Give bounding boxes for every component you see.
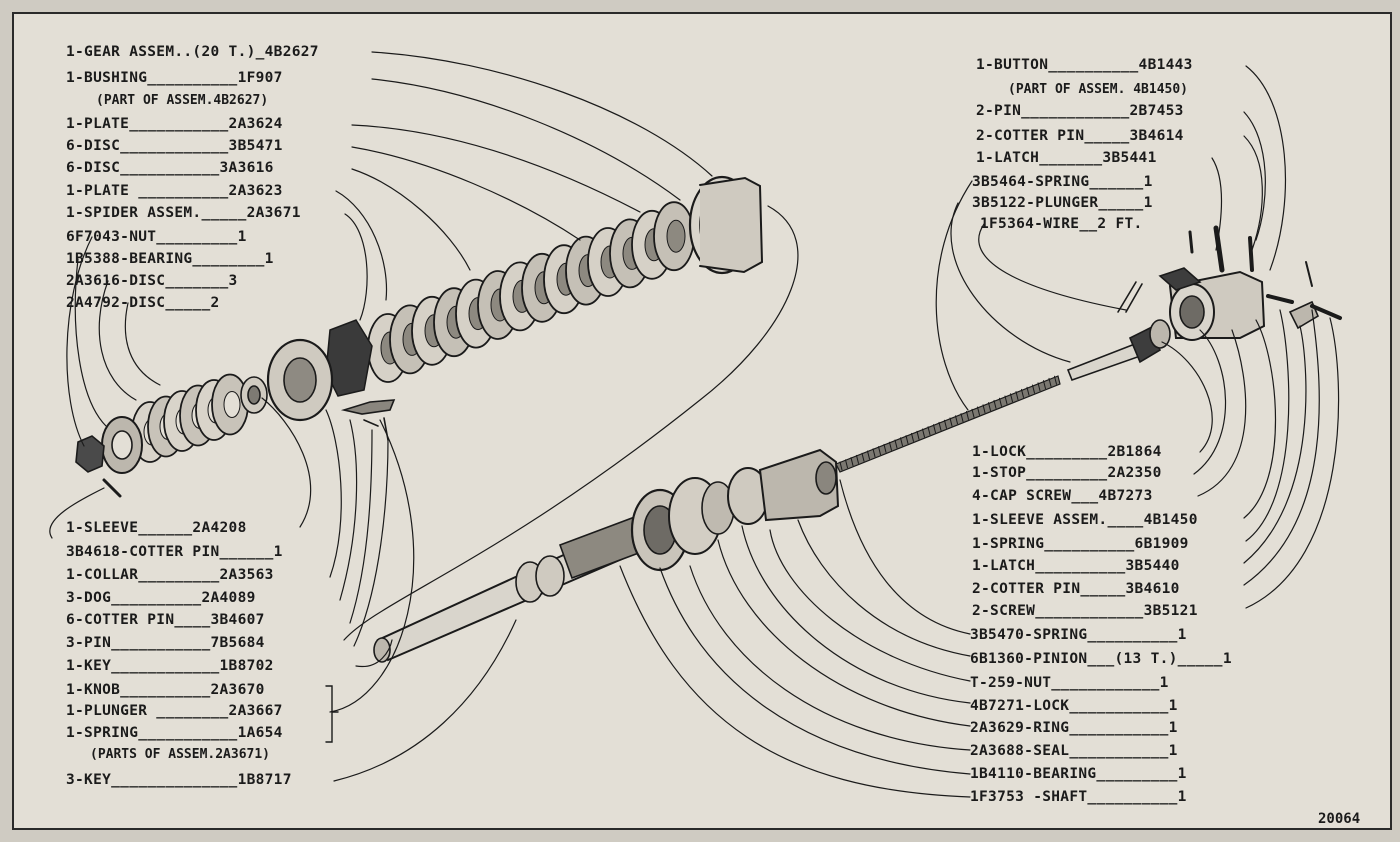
right-bottom-part-label: 6B1360-PINION___(13 T.)_____1 xyxy=(970,651,1232,667)
left-part-label: 1-PLATE___________2A3624 xyxy=(66,116,283,132)
right-top-part-label: 2-COTTER PIN_____3B4614 xyxy=(976,128,1184,144)
left-part-label: 1-SPIDER ASSEM._____2A3671 xyxy=(66,205,301,221)
left-disc-stack xyxy=(131,373,249,463)
right-middle-part-label: 1-SPRING__________6B1909 xyxy=(972,536,1189,552)
left-part-label: 3-PIN___________7B5684 xyxy=(66,635,265,651)
right-middle-part-label: 1-SLEEVE ASSEM.____4B1450 xyxy=(972,512,1198,528)
left-part-label: 1-COLLAR_________2A3563 xyxy=(66,567,274,583)
right-top-part-label: 1-LATCH_______3B5441 xyxy=(976,150,1157,166)
gear-assembly-part xyxy=(688,175,764,275)
left-part-label: 6-DISC___________3A3616 xyxy=(66,160,274,176)
left-part-label: 1-BUSHING__________1F907 xyxy=(66,70,283,86)
left-note-label: (PART OF ASSEM.4B2627) xyxy=(96,93,269,108)
left-part-label: 1-KEY____________1B8702 xyxy=(66,658,274,674)
right-middle-part-label: 4-CAP SCREW___4B7273 xyxy=(972,488,1153,504)
right-bottom-part-label: 2A3688-SEAL___________1 xyxy=(970,743,1178,759)
right-middle-part-label: 2-COTTER PIN_____3B4610 xyxy=(972,581,1180,597)
right-middle-part-label: 1-STOP_________2A2350 xyxy=(972,465,1162,481)
plunger-part xyxy=(1066,319,1171,382)
left-part-label: 3-KEY______________1B8717 xyxy=(66,772,292,788)
main-shaft-part xyxy=(373,513,654,663)
left-part-label: 6-COTTER PIN____3B4607 xyxy=(66,612,265,628)
collar-part xyxy=(266,338,334,422)
leader-lines xyxy=(49,51,1340,798)
right-bottom-part-label: 4B7271-LOCK___________1 xyxy=(970,698,1178,714)
right-bottom-part-label: 1F3753 -SHAFT__________1 xyxy=(970,789,1187,805)
right-middle-part-label: 2-SCREW____________3B5121 xyxy=(972,603,1198,619)
right-bottom-part-label: 1B4110-BEARING_________1 xyxy=(970,766,1187,782)
bracket-lines xyxy=(325,685,339,743)
right-top-part-label: 3B5122-PLUNGER_____1 xyxy=(972,195,1153,211)
left-part-label: 1B5388-BEARING________1 xyxy=(66,251,274,267)
sleeve-assembly-part xyxy=(1158,225,1266,341)
right-top-part-label: 1-BUTTON__________4B1443 xyxy=(976,57,1193,73)
bearing-part xyxy=(101,416,143,474)
pinion-part xyxy=(727,448,840,525)
right-top-part-label: 2-PIN____________2B7453 xyxy=(976,103,1184,119)
left-part-label: 1-SPRING___________1A654 xyxy=(66,725,283,741)
right-middle-part-label: 1-LATCH__________3B5440 xyxy=(972,558,1180,574)
shaft-bearing-part xyxy=(630,477,735,572)
nut-part xyxy=(75,435,105,473)
left-part-label: 1-PLUNGER ________2A3667 xyxy=(66,703,283,719)
right-top-note-label: (PART OF ASSEM. 4B1450) xyxy=(1008,82,1189,97)
left-part-label: 6-DISC____________3B5471 xyxy=(66,138,283,154)
left-part-label: 1-PLATE __________2A3623 xyxy=(66,183,283,199)
upper-disc-stack xyxy=(367,201,695,383)
right-top-part-label: 3B5464-SPRING______1 xyxy=(972,174,1153,190)
threaded-rod-part xyxy=(835,375,1061,473)
left-part-label: 6F7043-NUT_________1 xyxy=(66,229,247,245)
right-middle-part-label: 1-LOCK_________2B1864 xyxy=(972,444,1162,460)
left-part-label: 3-DOG__________2A4089 xyxy=(66,590,256,606)
left-part-label: 3B4618-COTTER PIN______1 xyxy=(66,544,283,560)
small-parts-right xyxy=(1117,261,1342,330)
figure-number: 20064 xyxy=(1318,811,1361,827)
right-top-part-label: 1F5364-WIRE__2 FT. xyxy=(980,216,1143,232)
left-part-label: 2A4792-DISC_____2 xyxy=(66,295,220,311)
left-part-label: 1-GEAR ASSEM..(20 T.)_4B2627 xyxy=(66,44,319,60)
left-part-label: 1-SLEEVE______2A4208 xyxy=(66,520,247,536)
right-bottom-part-label: 2A3629-RING___________1 xyxy=(970,720,1178,736)
small-sleeve-part xyxy=(240,376,268,414)
left-part-label: 1-KNOB__________2A3670 xyxy=(66,682,265,698)
left-part-label: 2A3616-DISC_______3 xyxy=(66,273,238,289)
right-bottom-part-label: T-259-NUT____________1 xyxy=(970,675,1169,691)
right-bottom-part-label: 3B5470-SPRING__________1 xyxy=(970,627,1187,643)
dog-part xyxy=(102,399,396,498)
left-note-label: (PARTS OF ASSEM.2A3671) xyxy=(90,747,271,762)
